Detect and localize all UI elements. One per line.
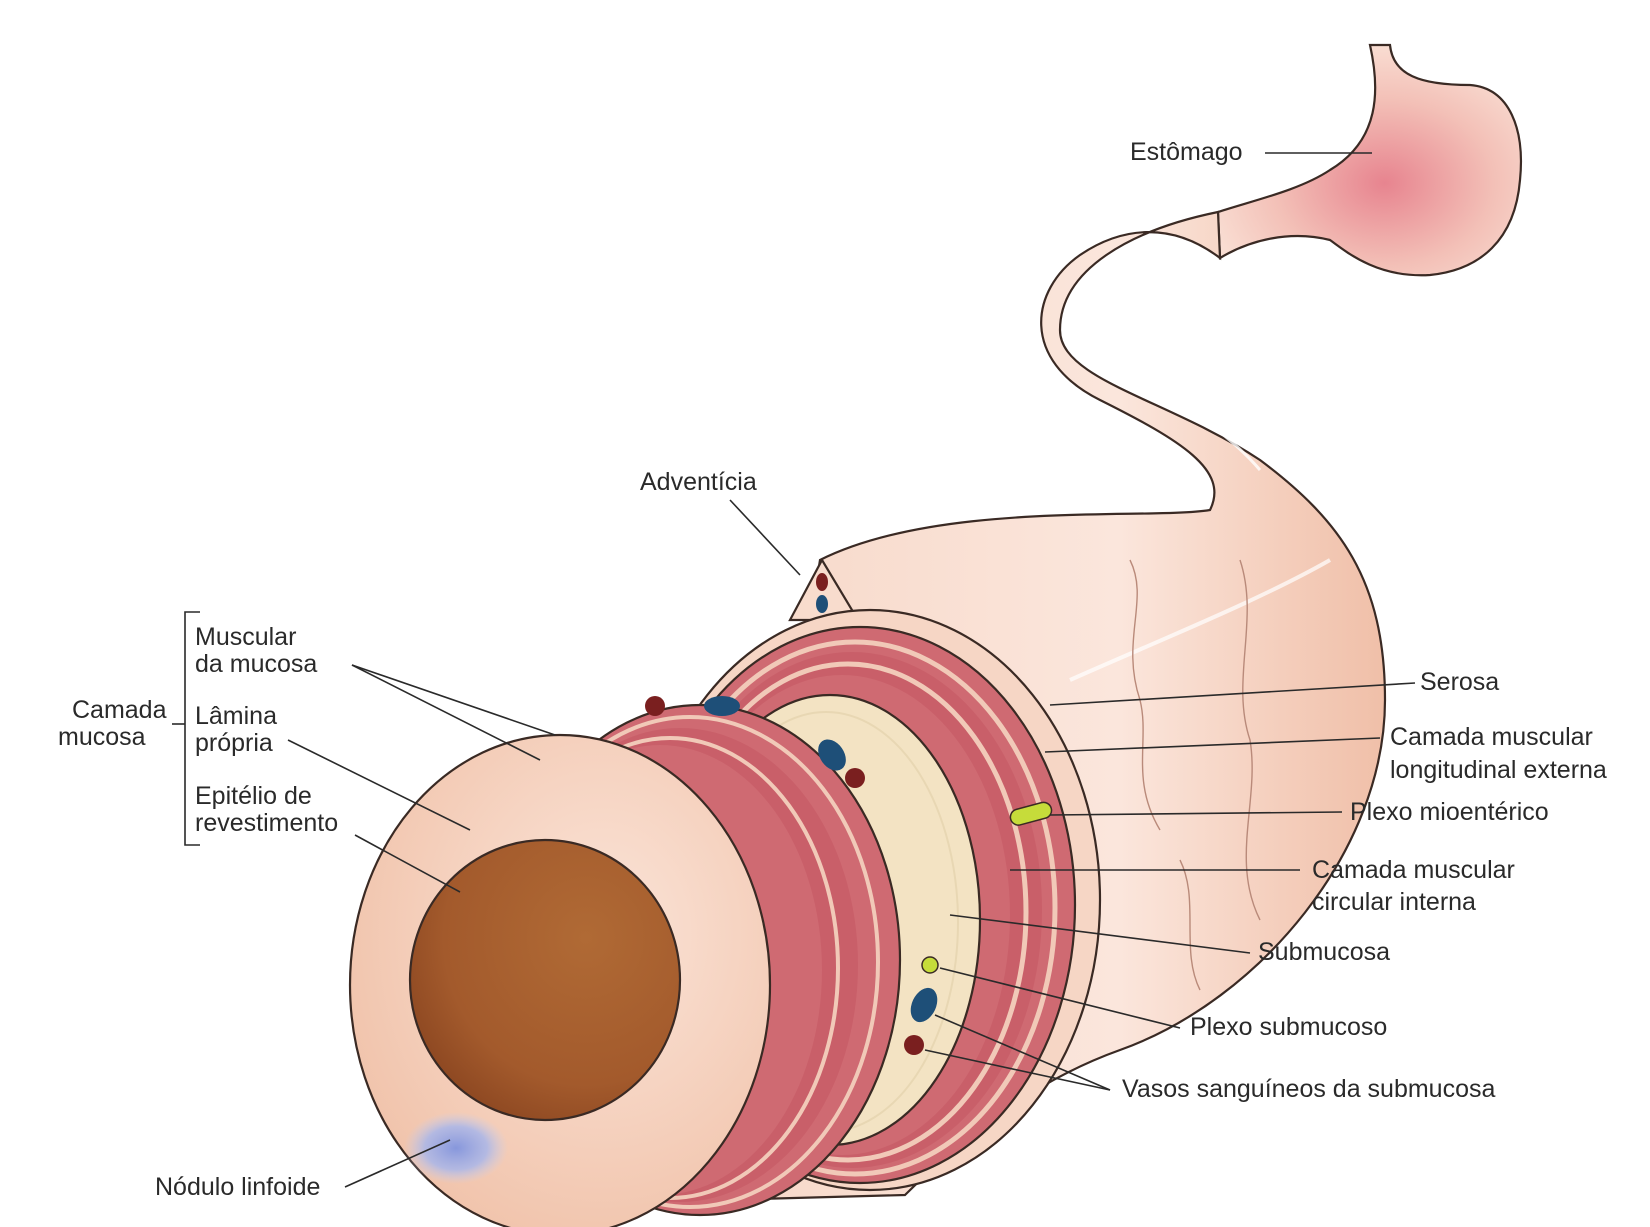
epithelium-disc: [348, 733, 772, 1227]
submucosa-structures: [645, 696, 1053, 1055]
label-epitelio-line1: Epitélio de: [195, 782, 312, 810]
label-lamina-propria-line2: própria: [195, 729, 273, 757]
leader-lines: [287, 152, 1416, 1188]
label-circular-line1: Camada muscular: [1312, 856, 1515, 884]
label-muscular-da-mucosa-line2: da mucosa: [195, 650, 317, 678]
label-camada-mucosa-line2: mucosa: [58, 723, 146, 751]
label-vasos-sanguineos: Vasos sanguíneos da submucosa: [1122, 1075, 1495, 1103]
label-nodulo-linfoide: Nódulo linfoide: [155, 1173, 320, 1201]
label-estomago: Estômago: [1130, 138, 1243, 166]
label-circular-line2: circular interna: [1312, 888, 1476, 916]
labels: Estômago Adventícia Muscular da mucosa C…: [58, 138, 1607, 1201]
label-adventicia: Adventícia: [640, 468, 757, 496]
mucosa-bracket: [172, 611, 200, 846]
adventitia-fold: [788, 557, 860, 622]
stomach: [1216, 43, 1522, 277]
label-longitudinal-line1: Camada muscular: [1390, 723, 1593, 751]
label-epitelio-line2: revestimento: [195, 809, 338, 837]
label-camada-mucosa-line1: Camada: [72, 696, 167, 724]
label-serosa: Serosa: [1420, 668, 1499, 696]
label-muscular-da-mucosa-line1: Muscular: [195, 623, 296, 651]
label-plexo-mioenterico: Plexo mioentérico: [1350, 798, 1549, 826]
label-longitudinal-line2: longitudinal externa: [1390, 756, 1607, 784]
label-submucosa: Submucosa: [1258, 938, 1390, 966]
label-plexo-submucoso: Plexo submucoso: [1190, 1013, 1387, 1041]
label-lamina-propria-line1: Lâmina: [195, 702, 277, 730]
lymphoid-nodule: [404, 1112, 508, 1184]
